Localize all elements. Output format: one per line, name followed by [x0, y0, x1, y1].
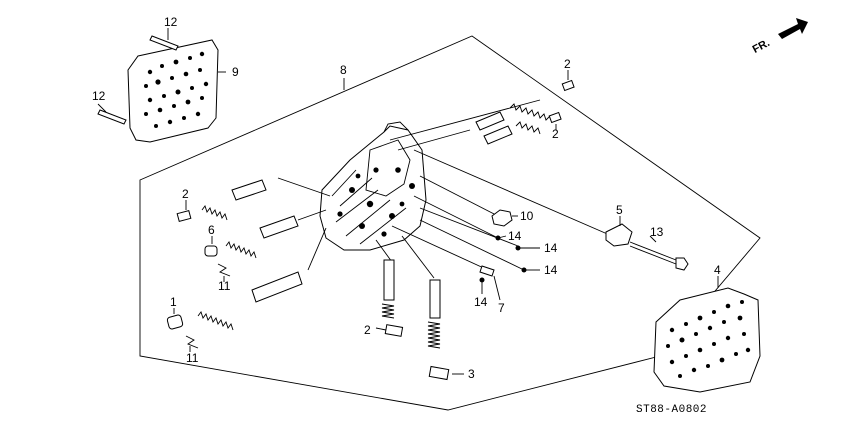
- main-valve-body: [319, 121, 427, 251]
- clip-upper: [217, 263, 231, 277]
- callout-leaders: [97, 28, 719, 375]
- callout-14-4: 14: [474, 295, 488, 309]
- spring-lower-1: [381, 303, 395, 319]
- diagram-code: ST88-A0802: [636, 404, 707, 416]
- bolt: [629, 241, 689, 271]
- callout-11-upper: 11: [218, 279, 231, 293]
- spring-left-1: [201, 205, 228, 221]
- callout-9: 9: [232, 65, 239, 79]
- callout-5: 5: [616, 203, 623, 217]
- direction-label: FR.: [751, 37, 772, 56]
- valve-spool-left-3: [251, 271, 303, 303]
- separator-plate-upper: [127, 39, 219, 143]
- dowel-pin-lower: [97, 109, 127, 125]
- callout-3: 3: [468, 367, 475, 381]
- plug-upper-right-2: [548, 111, 562, 124]
- callout-12-lower: 12: [92, 89, 106, 103]
- callout-2-right: 2: [552, 127, 559, 141]
- spring-upper-right-2: [515, 121, 541, 135]
- pipe-fitting: [479, 265, 495, 277]
- callout-14-1: 14: [508, 229, 522, 243]
- callout-6: 6: [208, 223, 215, 237]
- plug-lower-2: [428, 365, 450, 381]
- plug-left-1: [176, 209, 192, 223]
- bracket: [605, 223, 633, 247]
- valve-spool-upper-right-1: [475, 111, 513, 145]
- valve-spool-left-2: [259, 215, 299, 239]
- plug-lower-1: [384, 324, 404, 337]
- separator-plate-lower: [653, 287, 761, 393]
- callout-10: 10: [520, 209, 534, 223]
- clip-lower: [185, 335, 199, 349]
- dowel-pin-upper: [149, 35, 179, 51]
- spring-upper-right-1: [509, 103, 553, 123]
- callout-2-left: 2: [182, 187, 189, 201]
- leader-lines: [277, 99, 613, 279]
- callout-2-top: 2: [564, 57, 571, 71]
- cap-left: [166, 314, 184, 330]
- valve-spool-lower-2: [429, 279, 441, 319]
- callout-13: 13: [650, 225, 664, 239]
- valve-spool-lower-1: [383, 259, 395, 301]
- callout-1: 1: [170, 295, 177, 309]
- callout-4: 4: [714, 263, 721, 277]
- callout-12-upper: 12: [164, 15, 178, 29]
- small-ball-4: [479, 277, 485, 283]
- spring-lower-2: [427, 321, 441, 349]
- valve-spool-left-1: [231, 179, 267, 201]
- nut: [491, 209, 513, 227]
- callout-11-lower: 11: [186, 351, 199, 365]
- spring-left-3: [197, 311, 234, 331]
- callout-14-3: 14: [544, 263, 558, 277]
- callout-labels: 12 12 9 8 2 2 2 6 11 1 11 2 3 10 14 14 1…: [92, 15, 721, 381]
- cap-small: [204, 245, 218, 257]
- callout-8: 8: [340, 63, 347, 77]
- callout-2-bottom: 2: [364, 323, 371, 337]
- callout-7: 7: [498, 301, 505, 315]
- callout-14-2: 14: [544, 241, 558, 255]
- spring-left-2: [225, 241, 257, 259]
- direction-arrow-icon: [778, 18, 808, 39]
- plug-upper-right-1: [561, 79, 575, 92]
- direction-indicator: FR.: [751, 18, 808, 56]
